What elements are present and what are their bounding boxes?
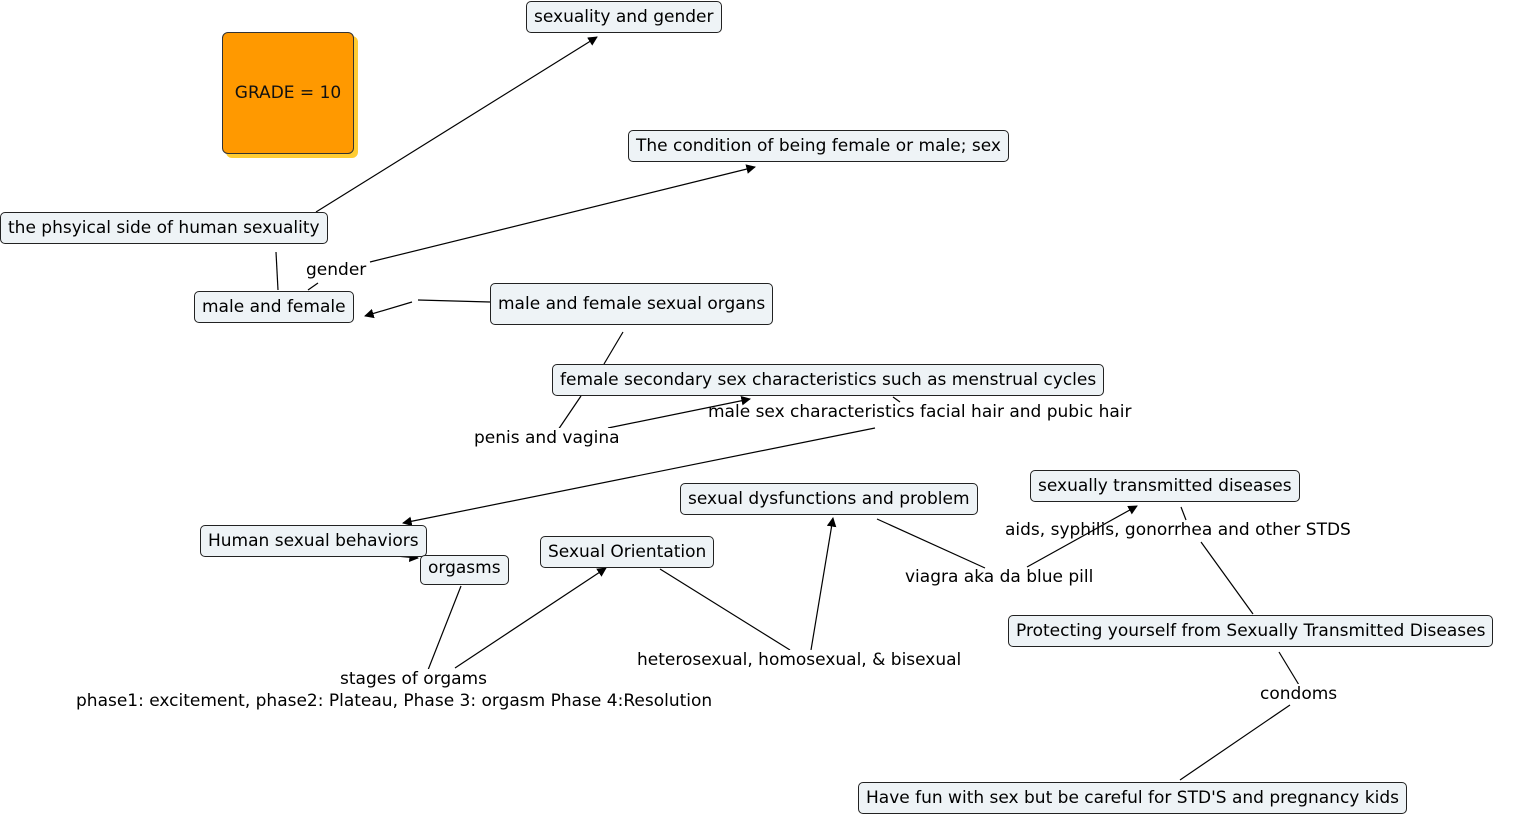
link-secondary-to-male-char [892,396,901,403]
link-stages-to-orientation [454,567,607,669]
link-secondary-to-penis [557,395,582,431]
phrase-male-sex-characteristics: male sex characteristics facial hair and… [708,402,1132,422]
link-condoms-to-have-fun [1179,704,1291,781]
phrase-stages-of-orgasms: stages of orgams [339,669,488,689]
link-types-to-dysfunctions [810,517,837,651]
phrase-orientation-types: heterosexual, homosexual, & bisexual [636,650,963,670]
grade-box: GRADE = 10 [222,32,354,154]
concept-sexual-dysfunctions[interactable]: sexual dysfunctions and problem [680,483,978,515]
grade-label: GRADE = 10 [234,83,342,103]
link-viagra-to-stds [1026,505,1138,568]
link-stds-to-aids [1180,506,1187,521]
concept-condition-female-male[interactable]: The condition of being female or male; s… [628,130,1009,162]
concept-sexual-organs[interactable]: male and female sexual organs [490,283,774,325]
concept-protecting[interactable]: Protecting yourself from Sexually Transm… [1008,615,1494,647]
link-penis-to-secondary [607,396,751,429]
link-orientation-to-types [659,568,791,651]
concept-stds[interactable]: sexually transmitted diseases [1030,470,1300,502]
link-gender-to-male-female [307,282,319,291]
phrase-phases: phase1: excitement, phase2: Plateau, Pha… [75,691,714,711]
link-male-char-to-behaviors [402,427,876,527]
link-organs-to-junction [417,299,491,303]
concept-physical-side[interactable]: the phsyical side of human sexuality [0,212,328,244]
concept-female-secondary[interactable]: female secondary sex characteristics suc… [552,364,1105,396]
link-physical-to-sexuality [315,36,598,213]
concept-orgasms[interactable]: orgasms [420,555,509,585]
link-dysfunctions-to-viagra [876,518,986,569]
phrase-gender: gender [305,260,368,280]
concept-have-fun[interactable]: Have fun with sex but be careful for STD… [858,782,1407,814]
phrase-aids: aids, syphilis, gonorrhea and other STDS [1005,520,1351,540]
concept-sexuality-and-gender[interactable]: sexuality and gender [526,1,722,33]
phrase-condoms: condoms [1259,684,1339,704]
phrase-viagra: viagra aka da blue pill [905,567,1094,587]
link-protecting-to-condoms [1278,651,1300,686]
link-organs-to-secondary [603,331,624,365]
link-gender-to-condition [369,164,756,263]
concept-human-sexual-behaviors[interactable]: Human sexual behaviors [200,525,427,557]
concept-male-and-female[interactable]: male and female [194,291,354,323]
link-physical-to-male-female [275,251,279,291]
phrase-penis-and-vagina: penis and vagina [473,428,621,448]
link-junction-to-male-female [364,301,413,319]
link-aids-to-protecting [1200,541,1254,615]
link-orgasms-to-stages [427,585,462,671]
concept-sexual-orientation[interactable]: Sexual Orientation [540,536,715,568]
